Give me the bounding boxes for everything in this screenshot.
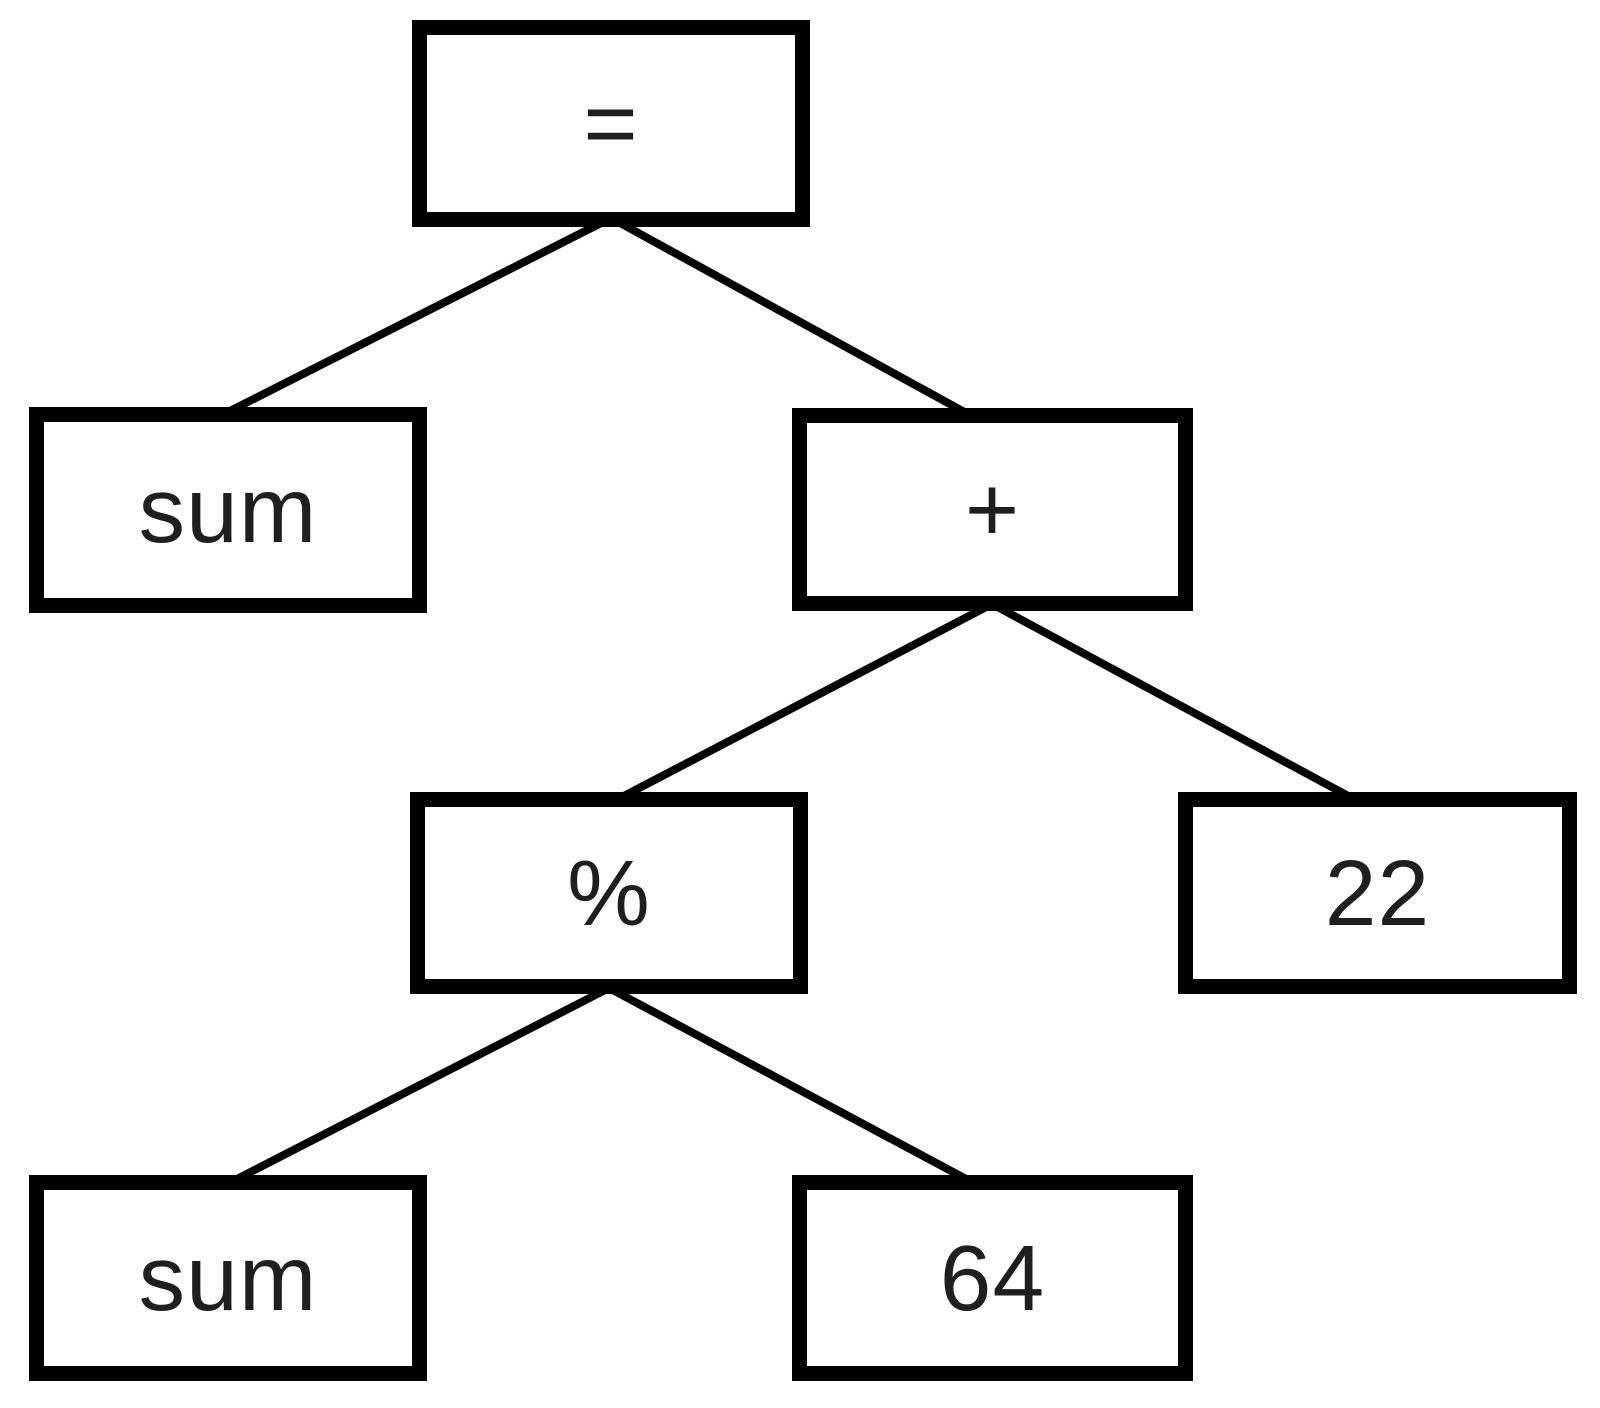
tree-node-equals-label: = xyxy=(583,71,639,175)
tree-edge-mod-sum-bot xyxy=(233,984,611,1184)
tree-node-plus: + xyxy=(792,408,1193,611)
tree-node-22-label: 22 xyxy=(1324,840,1431,945)
tree-edge-mod-64 xyxy=(607,984,970,1184)
tree-node-sum-left: sum xyxy=(29,407,427,613)
tree-node-22: 22 xyxy=(1178,792,1577,994)
tree-node-sum-bottom-label: sum xyxy=(138,1225,318,1330)
tree-node-modulo-label: % xyxy=(567,840,651,945)
tree-edge-plus-mod xyxy=(618,600,994,802)
tree-node-equals: = xyxy=(412,20,810,227)
tree-node-64: 64 xyxy=(792,1175,1193,1381)
tree-node-modulo: % xyxy=(410,792,808,994)
tree-node-sum-left-label: sum xyxy=(138,457,318,562)
tree-edge-eq-plus xyxy=(609,214,970,418)
tree-edge-plus-22 xyxy=(990,600,1354,802)
tree-node-plus-label: + xyxy=(964,457,1021,561)
tree-node-sum-bottom: sum xyxy=(29,1175,427,1381)
tree-node-64-label: 64 xyxy=(939,1225,1046,1330)
tree-edge-eq-sum-left xyxy=(226,214,613,416)
